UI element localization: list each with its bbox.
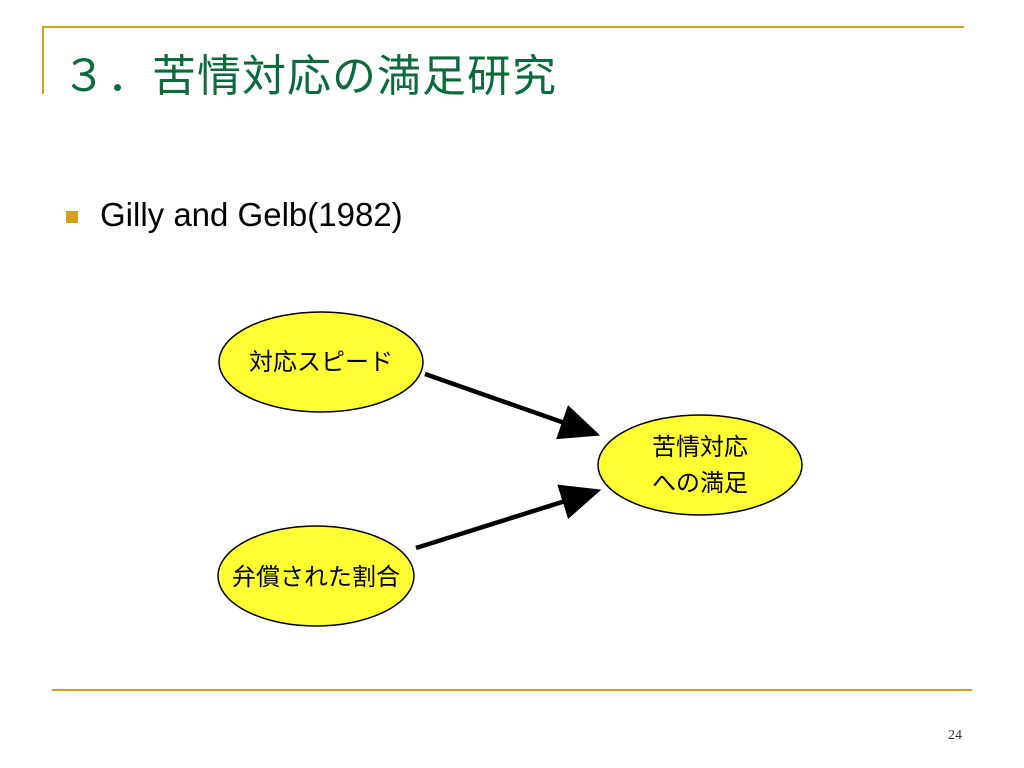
square-bullet-icon xyxy=(66,211,78,223)
edge-compensation-to-satisfaction xyxy=(415,484,602,551)
node-satisfaction-ellipse xyxy=(597,414,803,516)
node-satisfaction-label-line2: への満足 xyxy=(652,469,748,497)
node-speed-ellipse xyxy=(218,311,424,413)
page-number: 24 xyxy=(948,728,962,743)
node-satisfaction-label-line1: 苦情対応 xyxy=(652,433,748,461)
node-speed-label: 対応スピード xyxy=(249,348,393,376)
bottom-rule xyxy=(52,689,972,691)
edge-speed-to-satisfaction xyxy=(424,371,601,440)
slide-title: ３．苦情対応の満足研究 xyxy=(62,51,557,102)
left-rule xyxy=(42,26,44,94)
node-compensation-label: 弁償された割合 xyxy=(232,563,400,591)
node-compensation-ellipse xyxy=(217,525,415,627)
top-rule xyxy=(42,26,964,28)
bullet-item: Gilly and Gelb(1982) xyxy=(66,196,403,234)
bullet-text: Gilly and Gelb(1982) xyxy=(100,196,403,233)
